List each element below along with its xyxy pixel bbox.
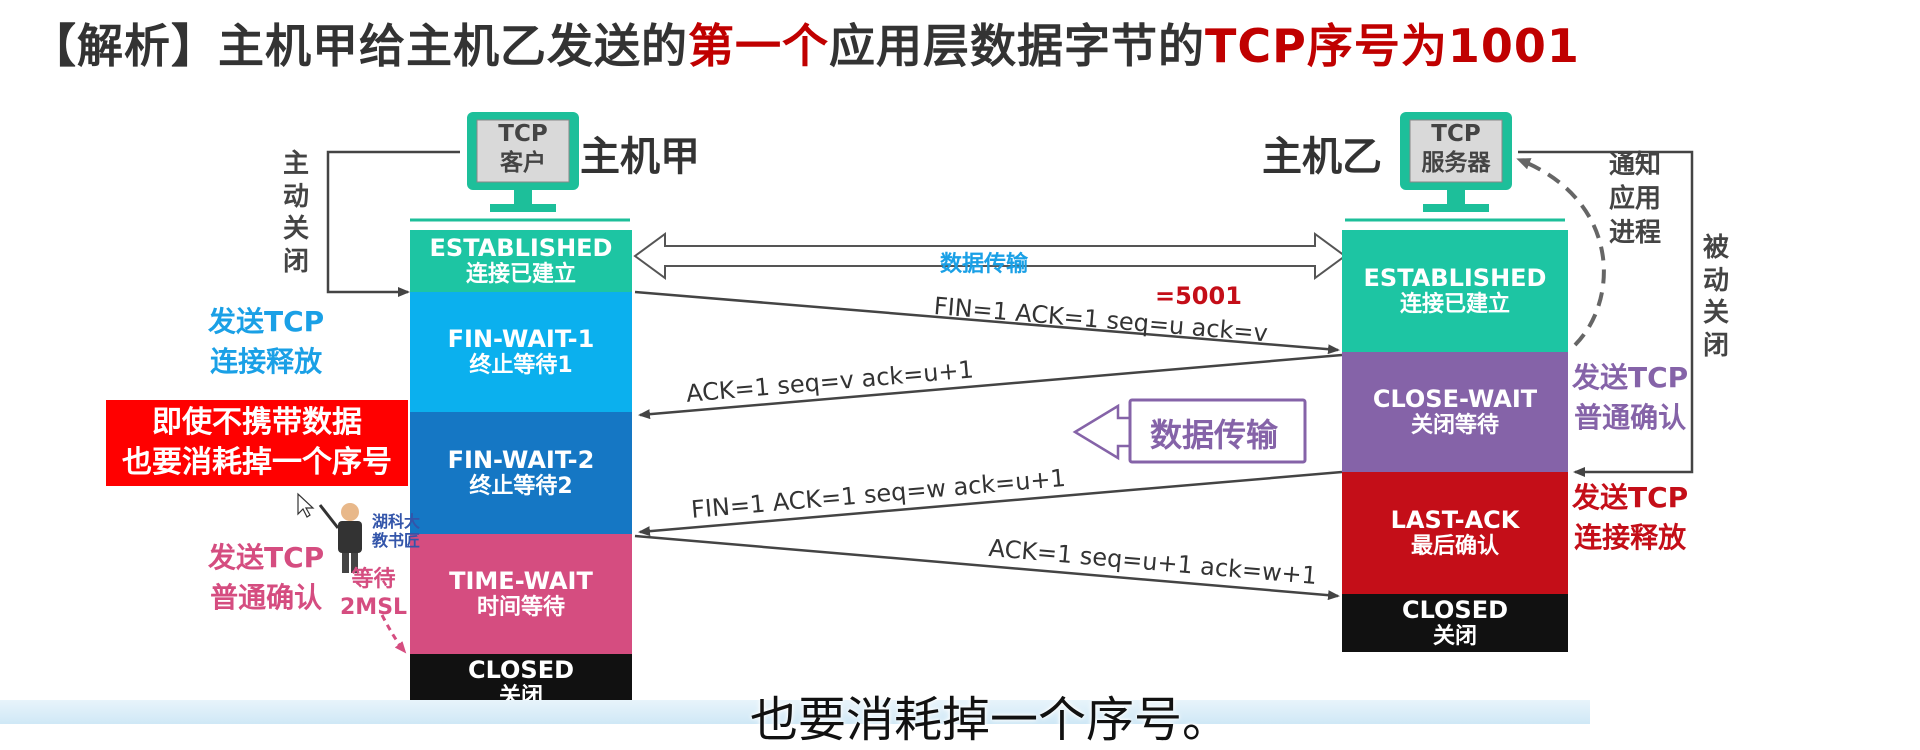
state-en: ESTABLISHED (1363, 263, 1547, 292)
state-en: FIN-WAIT-2 (447, 445, 595, 474)
passive-close-label: 被动关闭 (1702, 233, 1729, 361)
left-state-time-wait: TIME-WAIT 时间等待 (410, 534, 632, 654)
state-en: LAST-ACK (1390, 505, 1520, 534)
monitor-b-line2: 服务器 (1421, 150, 1491, 176)
state-zh: 终止等待1 (469, 353, 573, 379)
slide: 【解析】主机甲给主机乙发送的第一个应用层数据字节的TCP序号为1001 (0, 10, 1729, 748)
state-zh: 连接已建立 (465, 262, 576, 288)
right-state-established: ESTABLISHED 连接已建立 (1342, 230, 1568, 352)
title-highlight: 第一个 (688, 19, 829, 73)
send-fin-left-line1: 发送TCP (208, 305, 325, 338)
state-en: CLOSED (467, 655, 575, 684)
send-fin-right-line2: 连接释放 (1574, 521, 1687, 554)
monitor-b-text: TCP 服务器 (1410, 120, 1502, 182)
left-state-established: ESTABLISHED 连接已建立 (410, 230, 632, 292)
send-ack-left-label: 发送TCP 普通确认 (208, 538, 324, 618)
monitor-b-line1: TCP (1431, 121, 1481, 147)
send-ack-left-line1: 发送TCP (208, 541, 325, 574)
diagram-lines (297, 112, 1694, 654)
state-zh: 连接已建立 (1399, 292, 1510, 318)
state-zh: 时间等待 (476, 595, 565, 621)
red-note-box: 即使不携带数据 也要消耗掉一个序号 (106, 400, 408, 486)
data-transfer-top-label: 数据传输 (940, 252, 1029, 277)
red-note-line1: 即使不携带数据 (152, 404, 362, 440)
video-subtitle: 也要消耗掉一个序号。 (750, 692, 1231, 748)
annotation-seq: =5001 (1155, 282, 1242, 310)
page-title: 【解析】主机甲给主机乙发送的第一个应用层数据字节的TCP序号为1001 (30, 10, 1580, 80)
wait-line1: 等待 (351, 567, 396, 592)
right-state-closed: CLOSED 关闭 (1342, 594, 1568, 652)
watermark-line1: 湖科大 (372, 512, 421, 531)
bottom-band (0, 700, 1590, 724)
monitor-a-text: TCP 客户 (477, 120, 569, 182)
send-fin-left-line2: 连接释放 (210, 345, 323, 378)
watermark-line2: 教书匠 (372, 531, 421, 550)
send-ack-right-label: 发送TCP 普通确认 (1572, 358, 1688, 438)
purple-data-arrow (1072, 398, 1307, 464)
state-zh: 关闭等待 (1410, 413, 1499, 439)
notify-app-text: 通知应用进程 (1608, 150, 1661, 248)
title-suffix: TCP序号为1001 (1205, 19, 1580, 73)
right-state-last-ack: LAST-ACK 最后确认 (1342, 472, 1568, 594)
state-en: ESTABLISHED (429, 233, 613, 262)
right-state-close-wait: CLOSE-WAIT 关闭等待 (1342, 352, 1568, 472)
monitor-a-icon (410, 112, 630, 222)
active-close-label: 主动关闭 (282, 149, 309, 277)
data-transfer-mid-label: 数据传输 (1150, 416, 1279, 454)
state-en: FIN-WAIT-1 (447, 324, 595, 353)
monitor-b-icon (1345, 112, 1565, 222)
state-en: TIME-WAIT (449, 566, 593, 595)
monitor-a-line1: TCP (498, 121, 548, 147)
send-fin-right-line1: 发送TCP (1572, 481, 1689, 514)
send-ack-right-line1: 发送TCP (1572, 361, 1689, 394)
left-state-fin-wait-1: FIN-WAIT-1 终止等待1 (410, 292, 632, 412)
wait-2msl-label: 等待 2MSL (340, 566, 407, 622)
send-fin-left-label: 发送TCP 连接释放 (208, 302, 324, 382)
notify-app-label: 通知应用进程 (1605, 148, 1665, 250)
state-en: CLOSED (1401, 595, 1509, 624)
wait-line2: 2MSL (340, 595, 408, 620)
state-zh: 关闭 (1432, 624, 1477, 650)
send-fin-right-label: 发送TCP 连接释放 (1572, 478, 1688, 558)
state-en: CLOSE-WAIT (1372, 384, 1538, 413)
teacher-icon (318, 503, 362, 573)
state-zh: 最后确认 (1410, 534, 1499, 560)
state-zh: 终止等待2 (469, 474, 573, 500)
send-ack-left-line2: 普通确认 (210, 581, 323, 614)
title-middle: 应用层数据字节的 (829, 19, 1205, 73)
left-state-fin-wait-2: FIN-WAIT-2 终止等待2 (410, 412, 632, 534)
send-ack-right-line2: 普通确认 (1574, 401, 1687, 434)
monitor-a-line2: 客户 (500, 150, 546, 176)
host-a-name: 主机甲 (580, 134, 700, 180)
red-note-line2: 也要消耗掉一个序号 (122, 445, 392, 480)
host-b-name: 主机乙 (1262, 134, 1382, 180)
cursor-icon (297, 492, 315, 518)
title-prefix: 【解析】主机甲给主机乙发送的 (30, 19, 688, 73)
watermark-label: 湖科大 教书匠 (372, 512, 420, 550)
